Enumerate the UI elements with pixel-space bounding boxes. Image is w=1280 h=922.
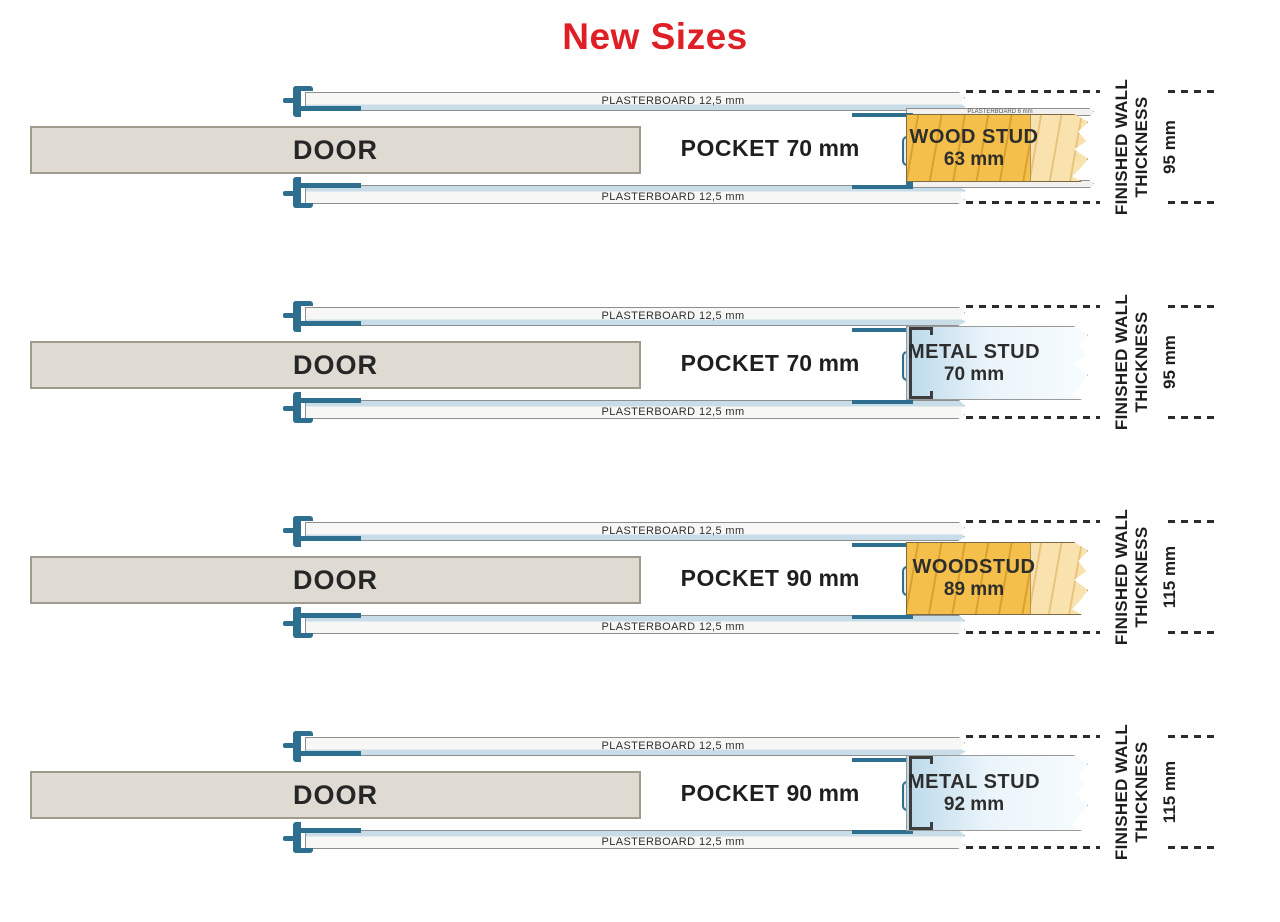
pocket-end-post <box>852 758 915 834</box>
metal-stud-70: METAL STUD 70 mm <box>906 326 1088 400</box>
pocket-label: POCKET 90 mm <box>645 771 895 815</box>
pocket-size: 70 mm <box>786 349 860 376</box>
door-label: DOOR <box>293 779 378 810</box>
stud-size: 70 mm <box>943 363 1005 385</box>
plasterboard-top: PLASTERBOARD 12,5 mm <box>305 522 965 541</box>
wood-stud-break-section <box>1030 543 1087 614</box>
plasterboard-bottom-label: PLASTERBOARD 12,5 mm <box>601 620 745 633</box>
wood-stud-break-section <box>1030 115 1087 181</box>
door-panel: DOOR <box>30 126 641 174</box>
door-panel: DOOR <box>30 341 641 389</box>
finished-wall-thickness-label: FINISHED WALL THICKNESS <box>1111 508 1151 646</box>
pocket-end-post <box>852 113 915 189</box>
pocket-name: POCKET <box>680 349 780 376</box>
pocket-label: POCKET 70 mm <box>645 341 895 385</box>
stud-label: WOODSTUD <box>912 556 1036 578</box>
plasterboard-bottom: PLASTERBOARD 12,5 mm <box>305 185 965 204</box>
pocket-name: POCKET <box>680 564 780 591</box>
pocket-end-post <box>852 543 915 619</box>
door-panel: DOOR <box>30 556 641 604</box>
plasterboard-bottom: PLASTERBOARD 12,5 mm <box>305 830 965 849</box>
thickness-dash-top <box>1168 305 1218 308</box>
wall-face-dash-top <box>966 520 1100 523</box>
finished-wall-thickness-label: FINISHED WALL THICKNESS <box>1111 723 1151 861</box>
stud-size: 63 mm <box>943 148 1005 170</box>
plasterboard-top-label: PLASTERBOARD 12,5 mm <box>601 309 745 322</box>
pocket-name: POCKET <box>680 134 780 161</box>
finished-wall-thickness-size: 115 mm <box>1160 545 1179 609</box>
wall-section-metal-70: PLASTERBOARD 12,5 mm PLASTERBOARD 12,5 m… <box>0 293 1280 431</box>
metal-stud-c-profile <box>909 327 935 399</box>
pocket-name: POCKET <box>680 779 780 806</box>
plasterboard-top: PLASTERBOARD 12,5 mm <box>305 737 965 756</box>
thickness-dash-top <box>1168 90 1218 93</box>
thickness-dash-bottom <box>1168 631 1218 634</box>
thickness-dash-bottom <box>1168 201 1218 204</box>
stud-label: WOOD STUD <box>909 125 1039 148</box>
finished-wall-thickness-size: 115 mm <box>1160 760 1179 824</box>
wall-section-wood-63: PLASTERBOARD 12,5 mm PLASTERBOARD 12,5 m… <box>0 78 1280 216</box>
wall-face-dash-top <box>966 305 1100 308</box>
wood-stud-63: WOOD STUD 63 mm <box>906 114 1088 182</box>
plasterboard-bottom: PLASTERBOARD 12,5 mm <box>305 615 965 634</box>
wall-section-wood-89: PLASTERBOARD 12,5 mm PLASTERBOARD 12,5 m… <box>0 508 1280 646</box>
stud-size: 89 mm <box>943 579 1005 600</box>
pocket-label: POCKET 90 mm <box>645 556 895 600</box>
stud-label: METAL STUD <box>907 340 1041 363</box>
finished-wall-thickness-label: FINISHED WALL THICKNESS <box>1111 293 1151 431</box>
plasterboard-top-label: PLASTERBOARD 12,5 mm <box>601 739 745 752</box>
plasterboard-top: PLASTERBOARD 12,5 mm <box>305 307 965 326</box>
plasterboard-top: PLASTERBOARD 12,5 mm <box>305 92 965 111</box>
pocket-size: 70 mm <box>786 134 860 161</box>
thickness-dash-bottom <box>1168 416 1218 419</box>
finished-wall-thickness-size: 95 mm <box>1160 335 1179 389</box>
stud-size: 92 mm <box>943 793 1005 815</box>
metal-stud-92: METAL STUD 92 mm <box>906 755 1088 831</box>
pocket-label: POCKET 70 mm <box>645 126 895 170</box>
pocket-size: 90 mm <box>786 779 860 806</box>
wall-face-dash-bottom <box>966 846 1100 849</box>
finished-wall-thickness-label: FINISHED WALL THICKNESS <box>1111 78 1151 216</box>
wall-face-dash-bottom <box>966 416 1100 419</box>
stud-label: METAL STUD <box>907 770 1041 793</box>
thickness-dash-bottom <box>1168 846 1218 849</box>
door-label: DOOR <box>293 134 378 165</box>
plasterboard-bottom-label: PLASTERBOARD 12,5 mm <box>601 190 745 203</box>
wood-stud-89: WOODSTUD 89 mm <box>906 542 1088 615</box>
door-panel: DOOR <box>30 771 641 819</box>
wall-face-dash-top <box>966 735 1100 738</box>
finished-wall-thickness-size: 95 mm <box>1160 120 1179 174</box>
metal-stud-c-profile <box>909 756 935 830</box>
wall-face-dash-bottom <box>966 631 1100 634</box>
page-title: New Sizes <box>562 16 748 57</box>
wall-face-dash-top <box>966 90 1100 93</box>
door-label: DOOR <box>293 349 378 380</box>
pocket-size: 90 mm <box>786 564 860 591</box>
thickness-dash-top <box>1168 735 1218 738</box>
wall-section-metal-92: PLASTERBOARD 12,5 mm PLASTERBOARD 12,5 m… <box>0 723 1280 861</box>
door-label: DOOR <box>293 564 378 595</box>
pocket-end-post <box>852 328 915 404</box>
plasterboard-top-label: PLASTERBOARD 12,5 mm <box>601 524 745 537</box>
plasterboard-thin-label: PLASTERBOARD 6 mm <box>967 109 1033 115</box>
thickness-dash-top <box>1168 520 1218 523</box>
plasterboard-bottom-label: PLASTERBOARD 12,5 mm <box>601 405 745 418</box>
plasterboard-top-label: PLASTERBOARD 12,5 mm <box>601 94 745 107</box>
wall-face-dash-bottom <box>966 201 1100 204</box>
plasterboard-bottom-label: PLASTERBOARD 12,5 mm <box>601 835 745 848</box>
